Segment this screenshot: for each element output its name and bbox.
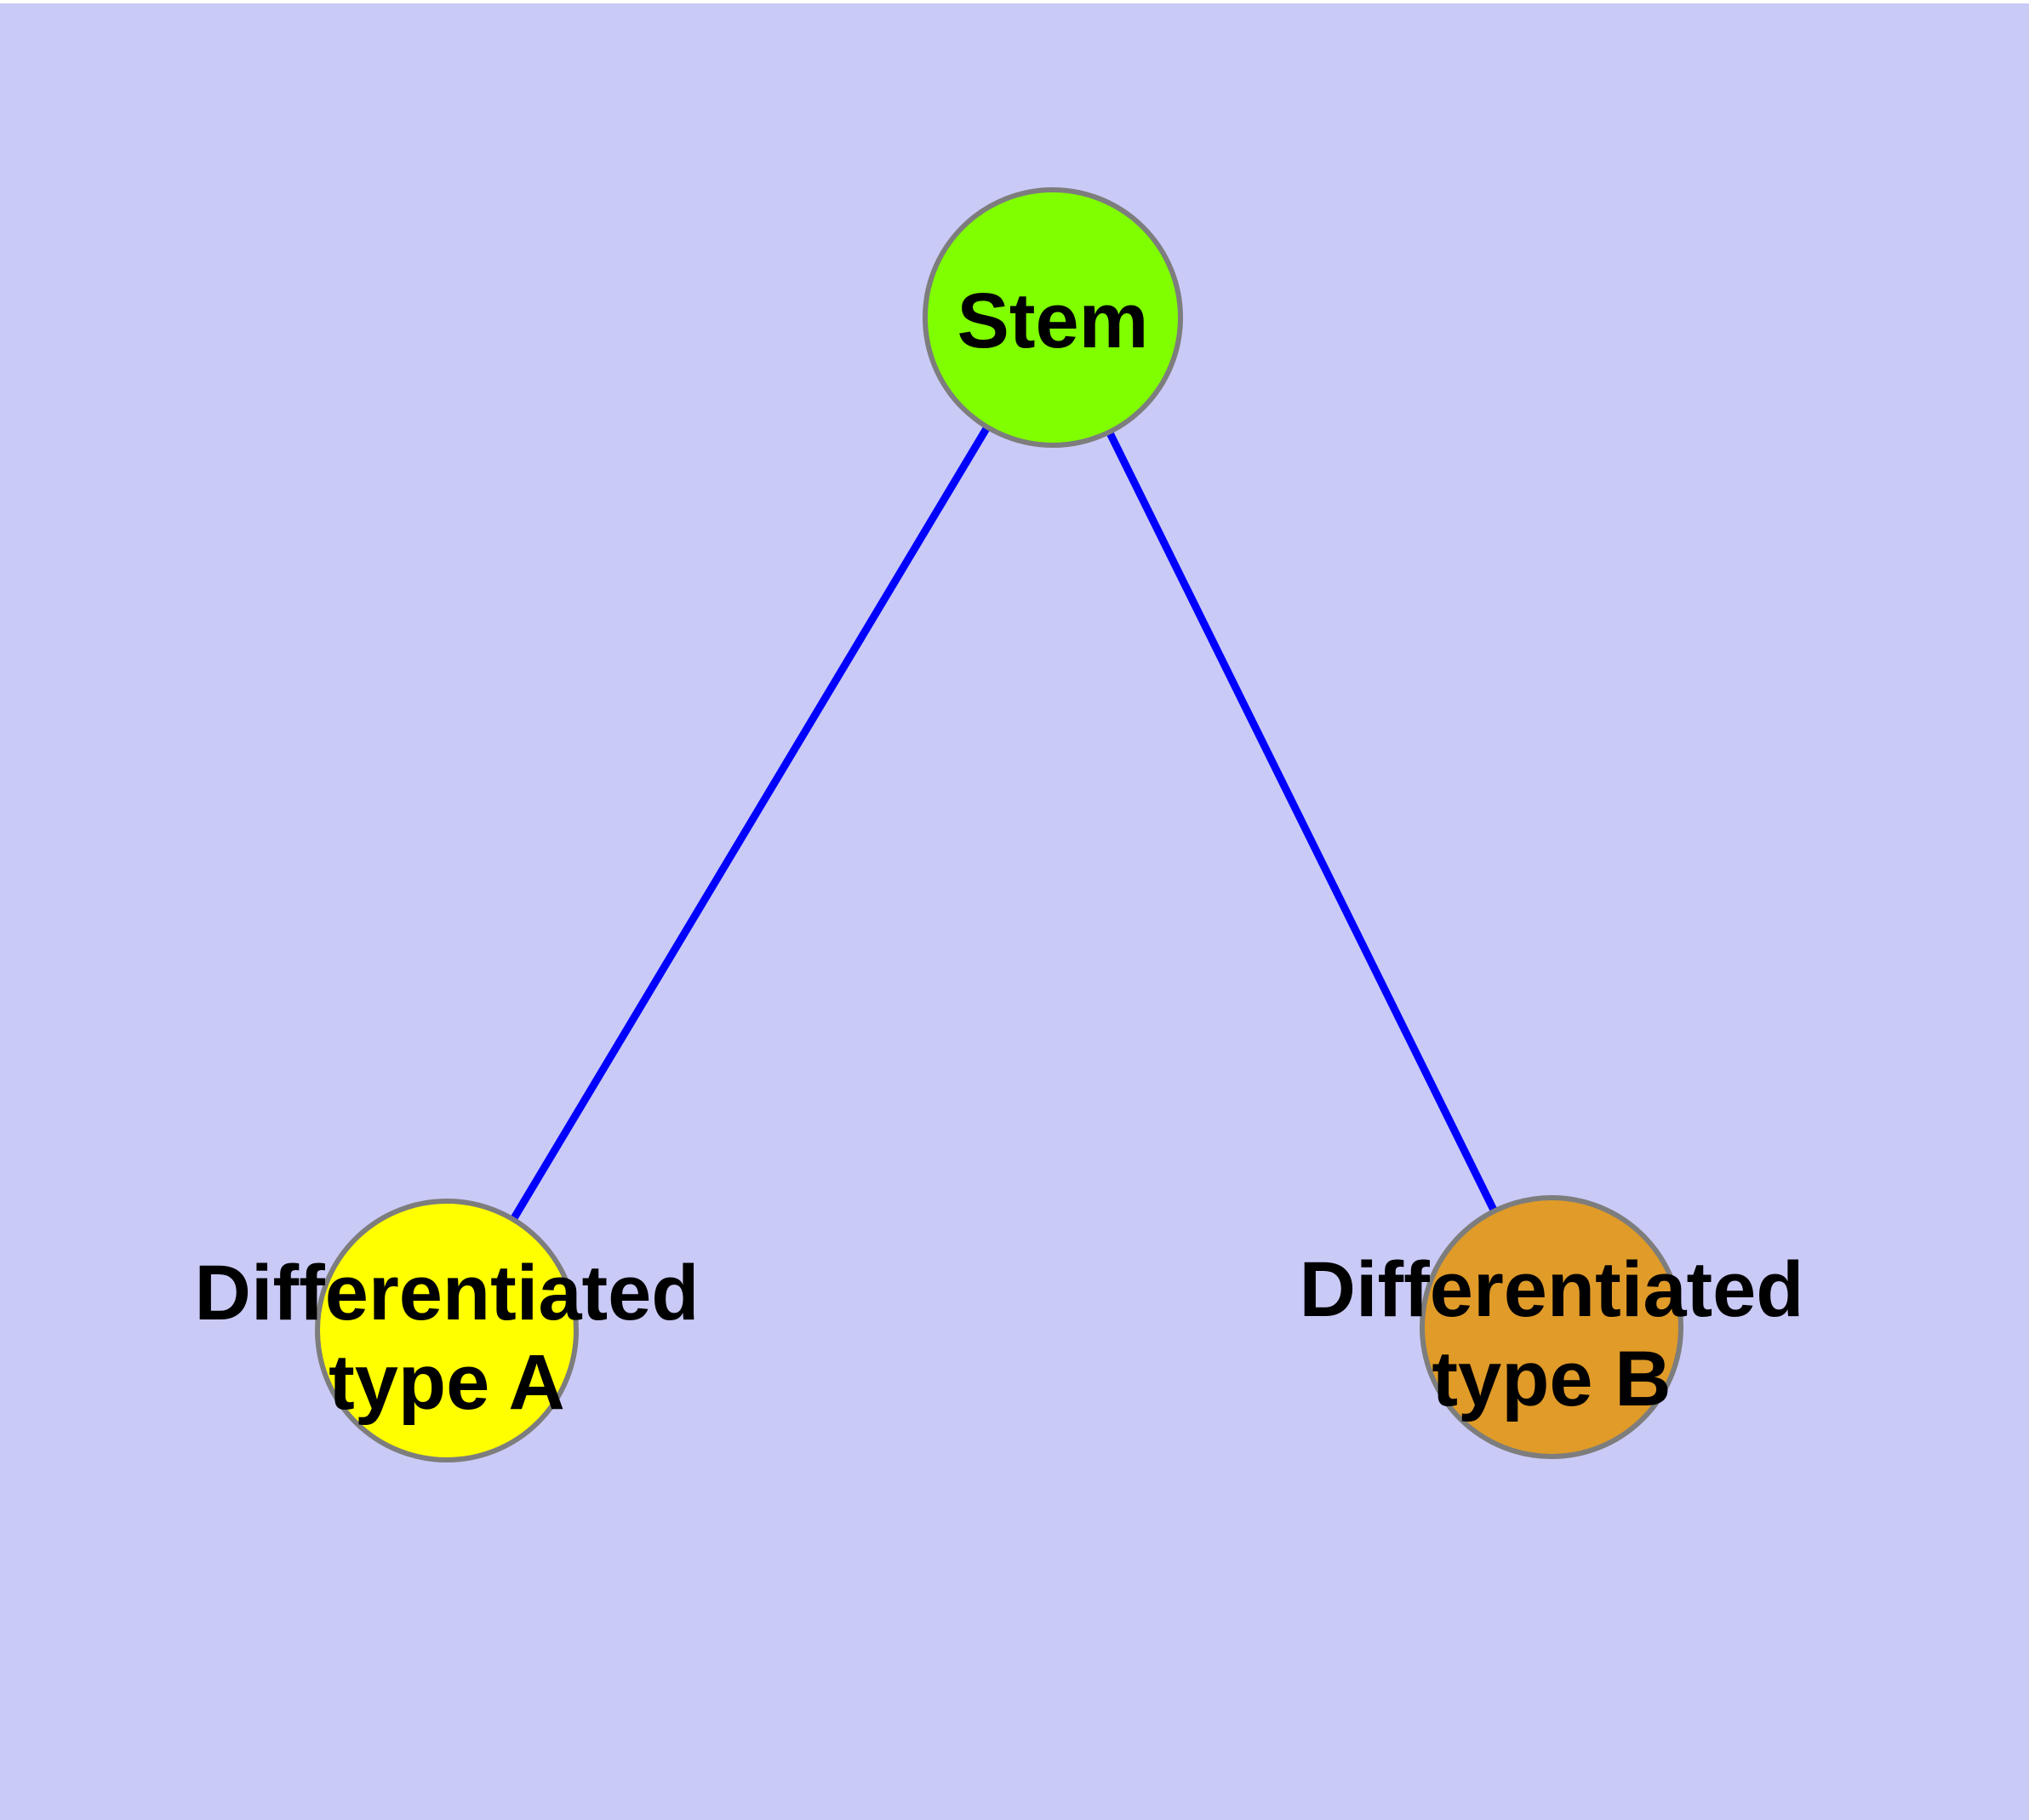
node-differentiated-type-b: Differentiated type B xyxy=(1300,1195,1804,1459)
edge-stem-to-type-a xyxy=(443,315,1056,1333)
node-differentiated-type-a-circle xyxy=(315,1199,579,1462)
node-differentiated-type-b-label-line2: type B xyxy=(1432,1336,1671,1422)
node-stem: Stem xyxy=(923,187,1183,448)
top-border xyxy=(0,0,2029,3)
node-differentiated-type-b-circle xyxy=(1420,1195,1683,1459)
node-differentiated-type-b-label-line1: Differentiated xyxy=(1300,1246,1804,1333)
edge-stem-to-type-b xyxy=(1049,316,1556,1329)
node-differentiated-type-a-label-line1: Differentiated xyxy=(195,1250,700,1336)
node-stem-label: Stem xyxy=(957,278,1149,364)
node-stem-circle xyxy=(923,187,1183,448)
node-differentiated-type-a: Differentiated type A xyxy=(195,1199,700,1462)
node-differentiated-type-a-label-line2: type A xyxy=(329,1339,565,1426)
